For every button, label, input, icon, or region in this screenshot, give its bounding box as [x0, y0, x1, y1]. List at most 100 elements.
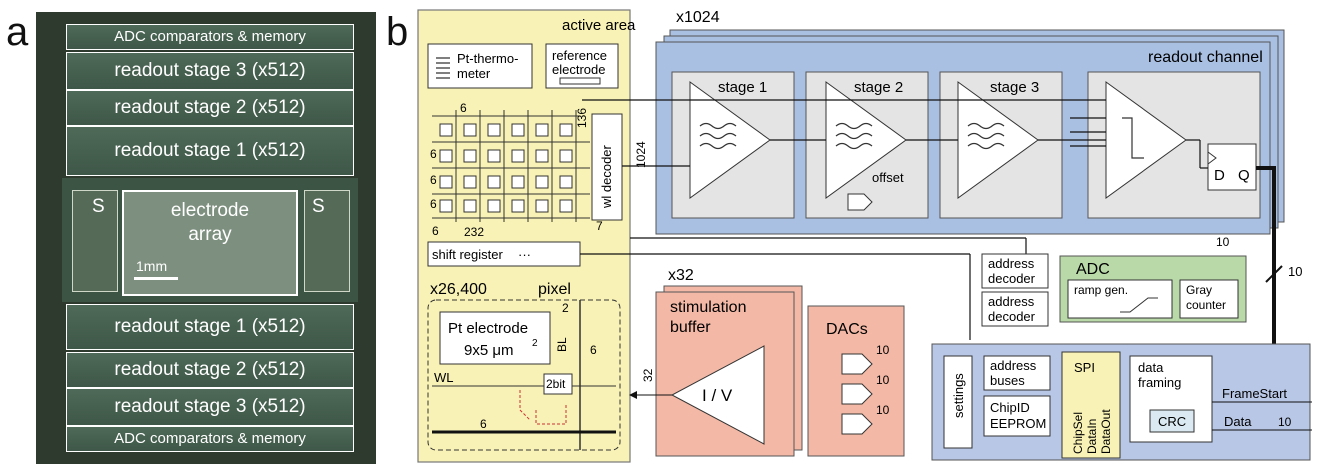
dac-2: [841, 383, 873, 405]
shift-register-label: shift register: [432, 247, 503, 262]
dacs-label: DACs: [826, 321, 868, 338]
active-area-label: active area: [562, 17, 636, 34]
spi-pin-datain: DataIn: [1085, 419, 1099, 454]
crc-box: [1149, 409, 1195, 433]
thermometer-icon: [436, 57, 450, 79]
ramp-icon: [1120, 297, 1158, 313]
address-decoder-1-label-2: decoder: [988, 271, 1036, 286]
die-block-readout-stage-2-bottom: readout stage 2 (x512): [66, 352, 354, 388]
electrode-array-label-2: array: [188, 224, 232, 245]
stim-buffer-label-1: stimulation: [670, 299, 746, 316]
electrode-grid: [439, 123, 573, 213]
die-block-adc-bottom: ADC comparators & memory: [66, 426, 354, 452]
pixel-box: [427, 299, 621, 451]
framestart-label: FrameStart: [1222, 386, 1287, 401]
side-block-left: [72, 190, 118, 292]
gray-counter-label-1: Gray: [1186, 283, 1212, 297]
pixel-label: pixel: [538, 281, 571, 298]
flip-flop-clock: [1207, 151, 1217, 165]
die-block-readout-stage-1-bottom: readout stage 1 (x512): [66, 304, 354, 350]
pt-thermometer-label-1: Pt-thermo-: [457, 51, 518, 66]
shift-register-dots: ···: [518, 247, 531, 262]
electrode-grid-lines: [432, 110, 590, 222]
pt-size-exponent: 2: [532, 338, 538, 349]
pix-label-6-a: 6: [590, 343, 597, 357]
reference-electrode-label-1: reference: [552, 48, 607, 63]
readout-channel-label: readout channel: [1148, 49, 1263, 66]
dac-3: [841, 413, 873, 435]
adc-label: ADC: [1076, 261, 1110, 278]
dac-10a-label: 10: [876, 343, 890, 357]
settings-box: [943, 355, 973, 449]
bus-label-232: 232: [464, 225, 484, 239]
offset-dac: [847, 193, 873, 211]
dq-d-label: D: [1214, 167, 1225, 184]
block-diagram: active area Pt-thermo- meter reference e…: [417, 9, 1312, 463]
bus-label-32: 32: [641, 368, 655, 382]
grid-label-6-row2: 6: [430, 173, 437, 187]
stage-1-label: stage 1: [718, 79, 767, 96]
dac-10b-label: 10: [876, 373, 890, 387]
data-label: Data: [1224, 414, 1252, 429]
iv-amplifier: [670, 345, 765, 445]
address-decoder-1-box: [981, 253, 1049, 289]
address-decoder-2-label-2: decoder: [988, 309, 1036, 324]
scale-bar: [134, 277, 178, 280]
settings-label: settings: [951, 373, 966, 418]
stage-2-label: stage 2: [854, 79, 903, 96]
panel-a-letter: a: [6, 10, 29, 54]
pt-thermometer-label-2: meter: [457, 66, 491, 81]
address-buses-box: [983, 355, 1051, 391]
panel-b-letter: b: [386, 10, 409, 54]
electrode-array-label-1: electrode: [170, 200, 250, 221]
address-decoder-2-box: [981, 291, 1049, 327]
die-block-readout-stage-2-top: readout stage 2 (x512): [66, 90, 354, 126]
pt-electrode-box: [439, 311, 551, 365]
bus-label-1024: 1024: [634, 141, 648, 168]
bus-label-10-adc: 10: [1216, 235, 1230, 249]
pixel-switch-wires: [519, 390, 567, 425]
pt-thermometer-box: [427, 43, 533, 89]
pt-electrode-label: Pt electrode: [448, 320, 528, 337]
pix-label-2: 2: [562, 301, 569, 315]
side-label-left: S: [92, 196, 105, 217]
crc-label: CRC: [1158, 414, 1186, 429]
gray-counter-label-2: counter: [1186, 298, 1226, 312]
chip-micrograph: ADC comparators & memory readout stage 3…: [36, 12, 376, 464]
grid-label-6-top: 6: [460, 101, 467, 115]
data-10-label: 10: [1278, 415, 1292, 429]
die-block-readout-stage-1-top: readout stage 1 (x512): [66, 126, 354, 176]
gray-counter-box: [1179, 279, 1239, 319]
die-block-adc-top: ADC comparators & memory: [66, 24, 354, 50]
side-block-right: [304, 190, 350, 292]
spi-pin-chipsel: ChipSel: [1071, 412, 1085, 454]
address-buses-label-1: address: [990, 358, 1037, 373]
stage-1-amplifier: [689, 81, 771, 199]
address-buses-label-2: buses: [990, 373, 1025, 388]
scale-bar-label: 1mm: [136, 258, 168, 274]
2bit-label: 2bit: [546, 377, 566, 391]
wl-decoder-label: wl decoder: [599, 144, 614, 209]
signal-wires: [580, 99, 1208, 340]
data-framing-label-1: data: [1138, 360, 1164, 375]
wl-decoder-box: [591, 113, 623, 221]
data-framing-label-2: framing: [1138, 375, 1181, 390]
grid-label-6-bottom: 6: [432, 224, 439, 238]
pt-size-label: 9x5 μm: [464, 342, 514, 359]
grid-label-6-row3: 6: [430, 197, 437, 211]
x32-label: x32: [668, 267, 694, 284]
iv-label: I / V: [702, 386, 733, 405]
bus-label-136: 136: [575, 108, 589, 128]
side-label-right: S: [312, 196, 325, 217]
grid-label-6-row1: 6: [430, 147, 437, 161]
spi-pin-dataout: DataOut: [1099, 409, 1113, 454]
reference-electrode-label-2: electrode: [552, 62, 605, 77]
dac-1: [841, 353, 873, 375]
stim-buffer-label-2: buffer: [670, 319, 711, 336]
bl-label: BL: [555, 337, 569, 352]
ramp-gen-label: ramp gen.: [1074, 283, 1128, 297]
dq-q-label: Q: [1238, 167, 1250, 184]
filter-symbols: [699, 122, 1005, 150]
chipid-label-1: ChipID: [990, 400, 1030, 415]
2bit-memory-box: [543, 373, 573, 395]
